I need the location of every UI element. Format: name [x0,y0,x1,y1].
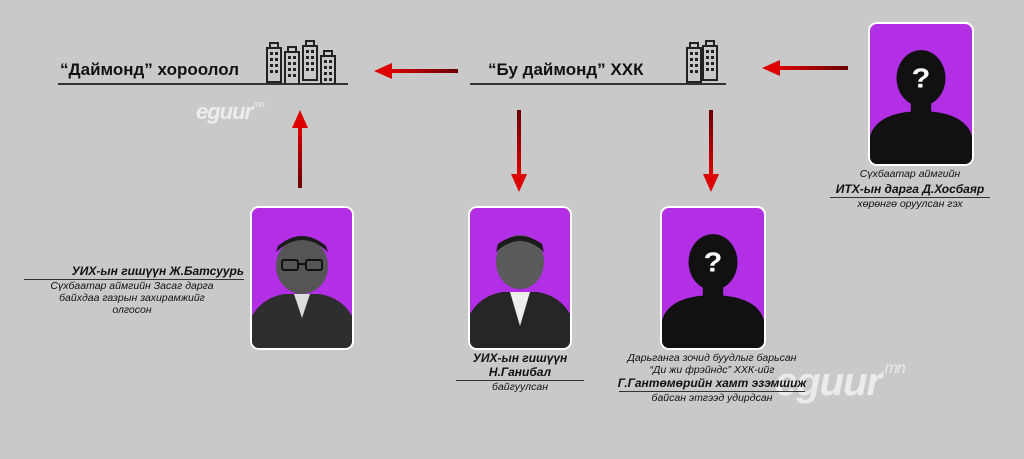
ganibal-portrait [470,208,570,348]
arrow-bu-to-unknown [703,110,719,192]
batsuuri-portrait [252,208,352,348]
unknown-owner-caption: Дарьганга зочид буудлыг барьсан “Ди жи ф… [617,352,807,404]
diamond-district-underline [58,83,348,85]
arrow-khosbayar-to-bu [762,60,848,76]
watermark-large: eguur.mn [775,360,906,404]
person-silhouette-icon: ? [662,234,764,348]
khosbayar-photo-card: ? [868,22,974,166]
batsuuri-photo-card [250,206,354,350]
person-silhouette-icon: ? [870,50,972,164]
svg-text:?: ? [912,63,931,95]
ganibal-photo-card [468,206,572,350]
batsuuri-caption: УИХ-ын гишүүн Ж.Батсуурь Сүхбаатар аймги… [20,265,244,316]
diamond-district-label: “Даймонд” хороолол [60,60,240,79]
arrow-bu-to-ganibal [511,110,527,192]
watermark-small: eguur.mn [196,99,265,124]
ganibal-caption: УИХ-ын гишүүн Н.Ганибал байгуулсан [440,352,600,393]
khosbayar-caption: Сүхбаатар аймгийн ИТХ-ын дарга Д.Хосбаяр… [800,168,1020,210]
svg-text:?: ? [704,247,723,279]
arrow-bu-to-district [374,63,458,79]
bu-diamond-label: “Бу даймонд” ХХК [488,60,644,79]
bu-diamond-underline [470,83,726,85]
unknown-owner-photo-card: ? [660,206,766,350]
arrow-batsuuri-to-district [292,110,308,188]
